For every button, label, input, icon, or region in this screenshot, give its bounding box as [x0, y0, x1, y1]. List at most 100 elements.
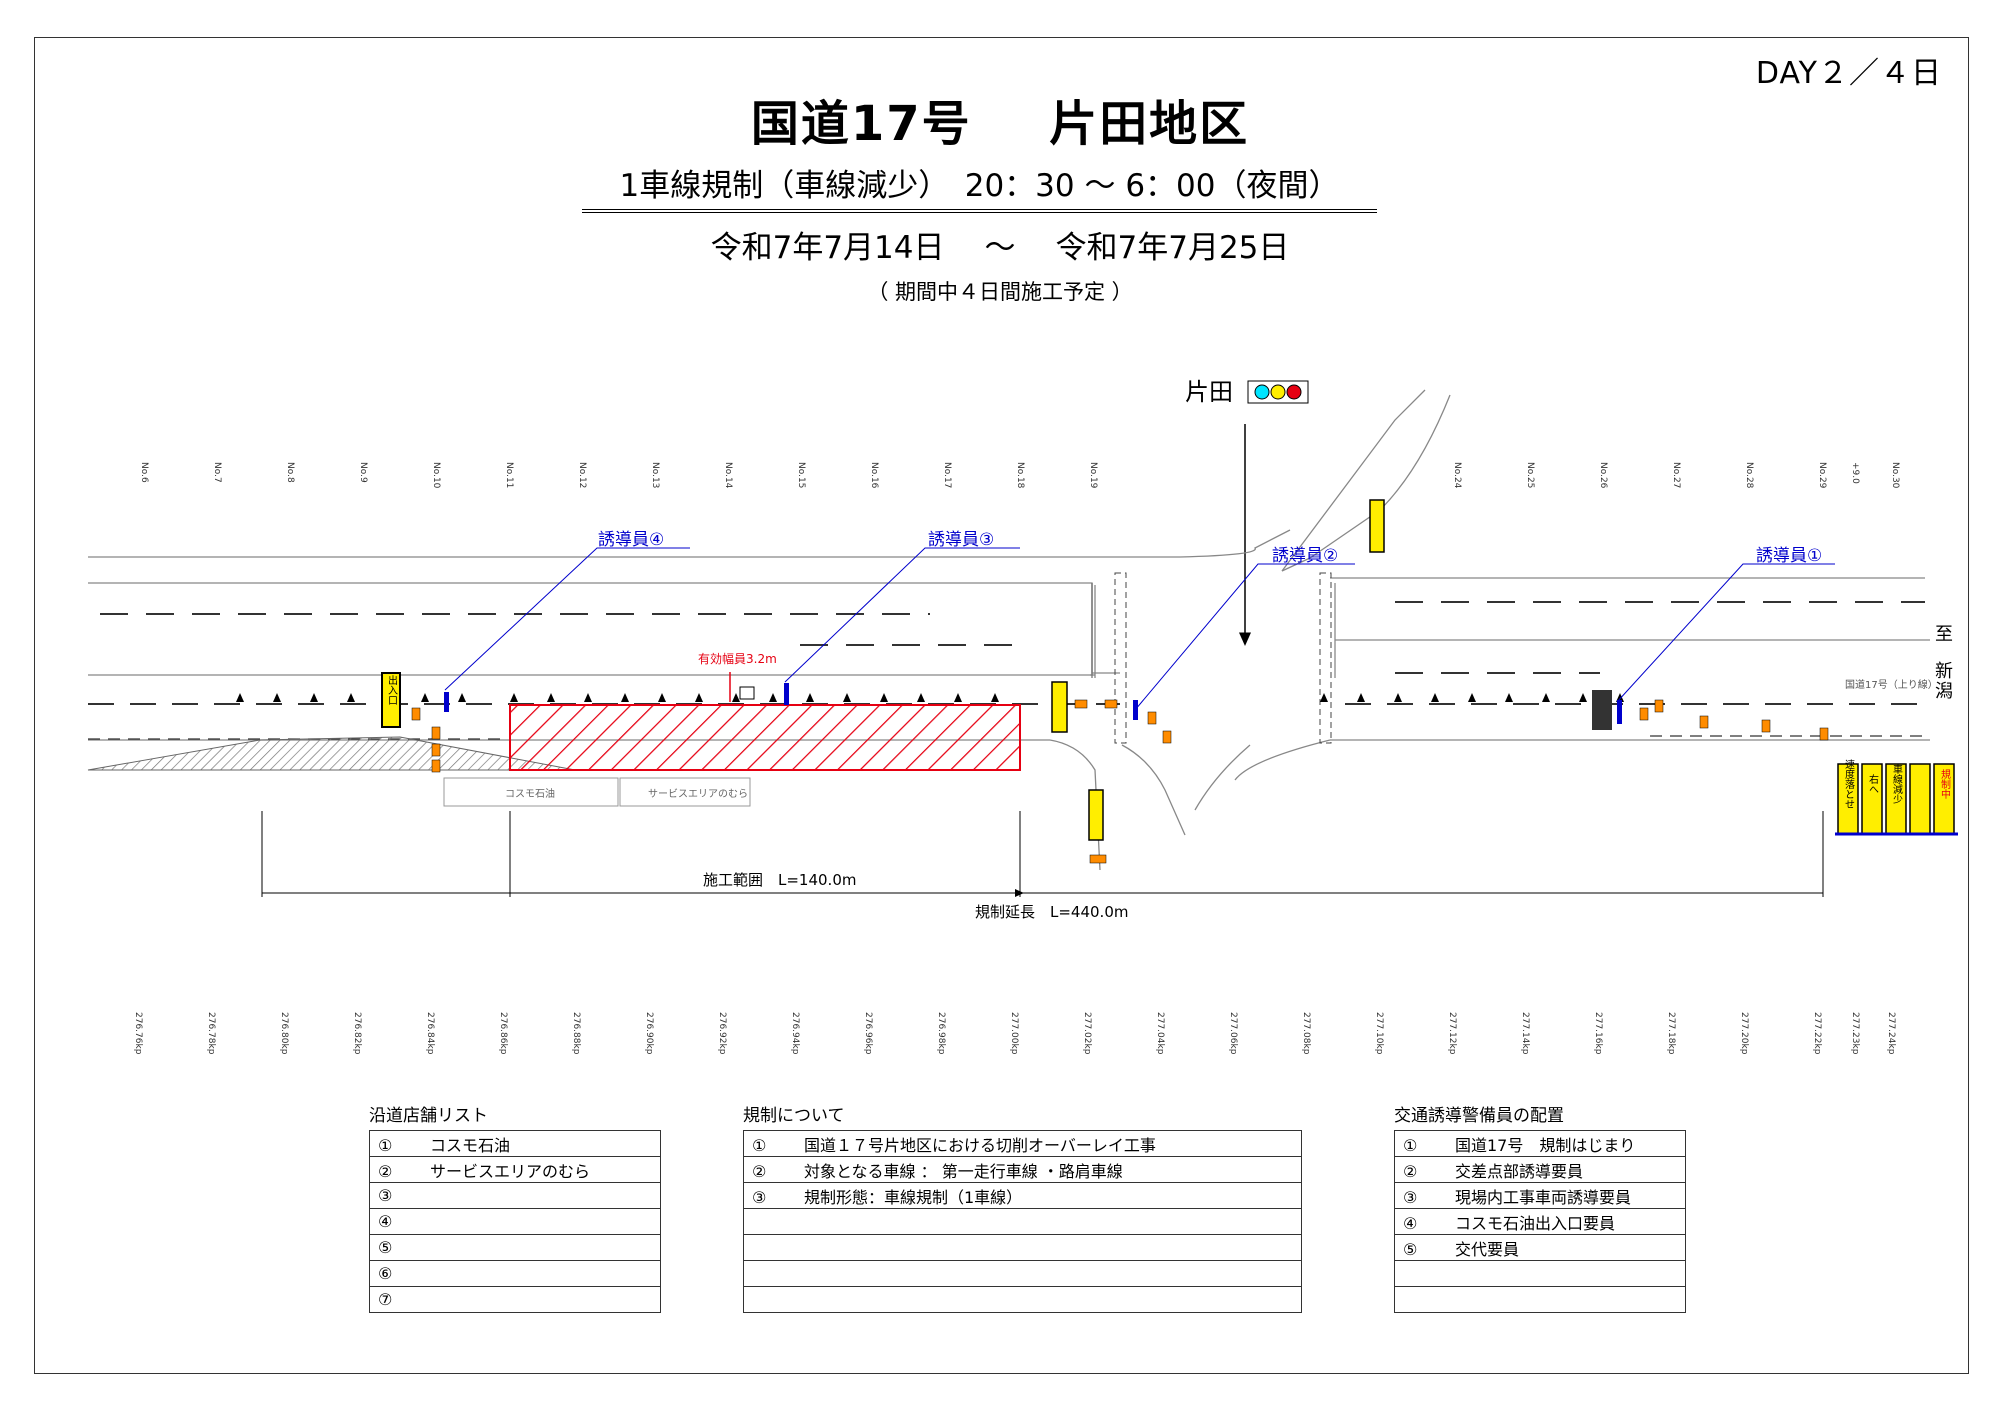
date-end: 令和7年7月25日 — [1055, 230, 1290, 266]
table-row: ⑤ — [369, 1234, 661, 1261]
table-cell — [743, 1260, 1302, 1287]
sign-work-side — [1088, 499, 1385, 841]
traffic-cone — [236, 693, 244, 702]
station-label: No.25 — [1525, 462, 1535, 488]
row-text: 現場内工事車両誘導要員 — [1455, 1187, 1632, 1207]
kilopost-label: 277.00kp — [1009, 1012, 1019, 1055]
traffic-cone — [1542, 693, 1550, 702]
station-label: No.26 — [1598, 462, 1608, 489]
traffic-cone — [1579, 693, 1587, 702]
table-cell: ⑤ — [369, 1234, 661, 1261]
kilopost-label: 276.86kp — [498, 1012, 508, 1055]
traffic-cone — [1616, 693, 1624, 702]
sign-speed-left — [1051, 681, 1068, 733]
traffic-cone — [310, 693, 318, 702]
guard-1-label: 誘導員① — [1756, 546, 1822, 566]
date-range: 令和7年7月14日～令和7年7月25日 — [0, 222, 2000, 267]
guard-leader-lines — [444, 547, 1835, 711]
table-row: ④ — [369, 1208, 661, 1235]
station-label: No.17 — [942, 462, 952, 488]
kilopost-label: 276.88kp — [571, 1012, 581, 1055]
guard-figures — [444, 683, 1622, 724]
station-label: No.15 — [796, 462, 806, 488]
row-text: 交差点部誘導要員 — [1455, 1161, 1584, 1181]
kilopost-label: 276.84kp — [425, 1012, 435, 1055]
row-number: ① — [1403, 1135, 1418, 1155]
table-row: ⑥ — [369, 1260, 661, 1287]
station-label: No.16 — [869, 462, 879, 489]
regulation-subtitle: 1車線規制（車線減少） 20：30 ～ 6：00（夜間） — [582, 160, 1377, 213]
station-label: No.10 — [431, 462, 441, 489]
kilopost-label: 277.06kp — [1228, 1012, 1238, 1055]
kilopost-label: 277.14kp — [1520, 1012, 1530, 1055]
guard-deployment-title: 交通誘導警備員の配置 — [1394, 1106, 1564, 1126]
station-label: No.28 — [1744, 462, 1754, 489]
destination-1: 至 — [1935, 624, 1953, 645]
guard-2-label: 誘導員② — [1272, 546, 1338, 566]
table-row — [1394, 1260, 1686, 1287]
regulation-length-label: 規制延長 L=440.0m — [975, 903, 1128, 921]
traffic-cone — [880, 693, 888, 702]
date-start: 令和7年7月14日 — [710, 230, 945, 266]
title-route: 国道17号 — [750, 96, 972, 152]
kilopost-label: 276.96kp — [863, 1012, 873, 1055]
traffic-cone — [458, 693, 466, 702]
traffic-cone — [273, 693, 281, 702]
table-cell — [743, 1208, 1302, 1235]
day-indicator: DAY２／４日 — [1755, 56, 1942, 91]
row-number: ⑤ — [1403, 1239, 1418, 1259]
kilopost-label: 277.08kp — [1301, 1012, 1311, 1055]
traffic-cone — [1505, 693, 1513, 702]
row-number: ⑦ — [378, 1290, 393, 1309]
table-row: ③ — [369, 1182, 661, 1209]
table-cell — [743, 1286, 1302, 1313]
kilopost-label: 277.16kp — [1593, 1012, 1603, 1055]
table-row: ⑦ — [369, 1286, 661, 1313]
kilopost-label: 276.98kp — [936, 1012, 946, 1055]
table-row — [743, 1234, 1302, 1261]
shop-list-title: 沿道店舗リスト — [369, 1106, 488, 1126]
table-cell: ③ — [369, 1182, 661, 1209]
title-area: 片田地区 — [1049, 96, 1250, 152]
destination-2: 新 — [1935, 661, 1953, 682]
traffic-cone — [421, 693, 429, 702]
station-label: No.13 — [650, 462, 660, 488]
traffic-cone — [769, 693, 777, 702]
station-label: No.30 — [1890, 462, 1900, 489]
kilopost-label: 277.23kp — [1850, 1012, 1860, 1055]
barricades — [411, 699, 1829, 864]
sign-regulation-text: 規制中 — [1939, 769, 1951, 800]
table-cell: ③ 現場内工事車両誘導要員 — [1394, 1182, 1686, 1209]
work-range-label: 施工範囲 L=140.0m — [703, 871, 856, 889]
table-row: ③ 現場内工事車両誘導要員 — [1394, 1182, 1686, 1209]
kilopost-label: 276.80kp — [279, 1012, 289, 1055]
row-number: ① — [752, 1135, 767, 1155]
row-number: ② — [378, 1161, 393, 1181]
kilopost-label: 276.78kp — [206, 1012, 216, 1055]
traffic-cone — [347, 693, 355, 702]
row-number: ③ — [752, 1187, 767, 1207]
table-row — [1394, 1286, 1686, 1313]
regulation-title: 規制について — [743, 1106, 845, 1126]
work-vehicle-small — [739, 686, 755, 700]
row-number: ② — [1403, 1161, 1418, 1181]
row-number: ② — [752, 1161, 767, 1181]
dimension-lines — [261, 811, 1824, 897]
row-number: ③ — [1403, 1187, 1418, 1207]
station-label: No.24 — [1452, 462, 1462, 489]
